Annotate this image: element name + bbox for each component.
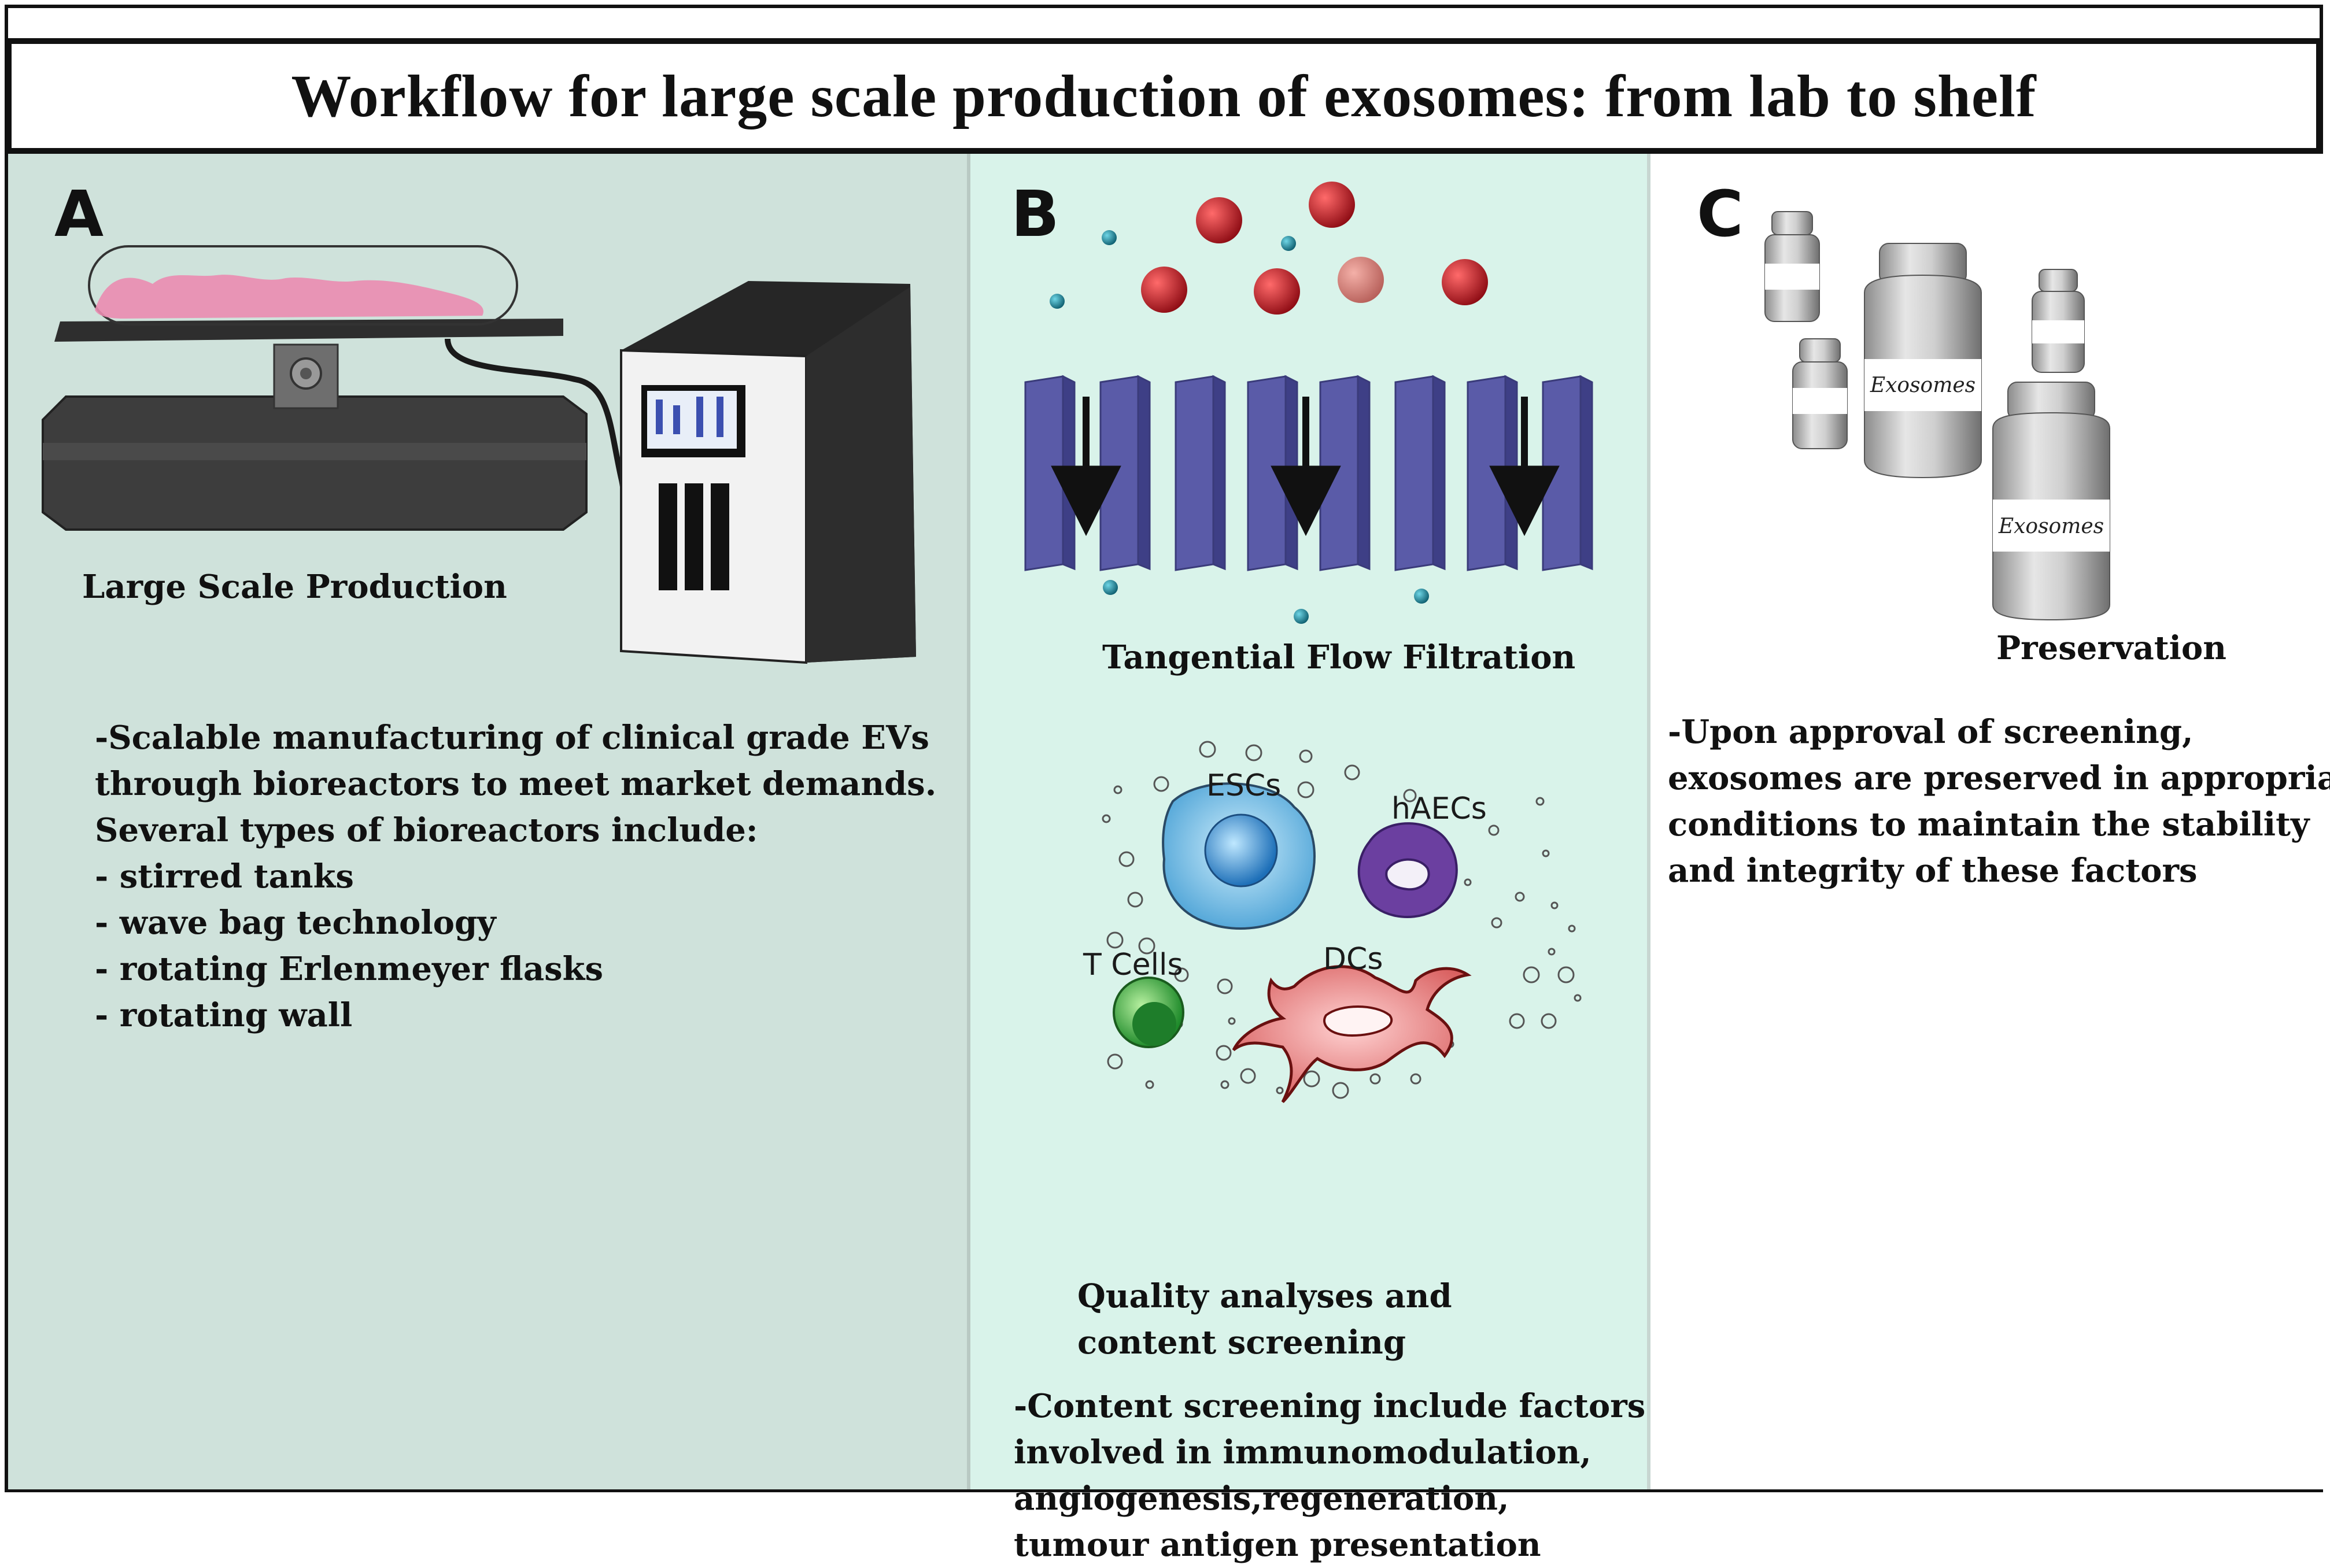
panel-b-line: angiogenesis,regeneration, <box>1014 1480 1509 1518</box>
title-bar: Workflow for large scale production of e… <box>6 38 2322 154</box>
panel-c-line: -Upon approval of screening, <box>1668 713 2194 751</box>
small-particles <box>1050 230 1429 624</box>
panel-a-line: through bioreactors to meet market deman… <box>95 765 937 803</box>
panel-c-line: conditions to maintain the stability <box>1668 805 2310 844</box>
panel-c: C Exosomes <box>1650 154 2330 1489</box>
panel-a-line: - rotating wall <box>95 996 353 1034</box>
panel-a-line: - rotating Erlenmeyer flasks <box>95 950 603 988</box>
panel-a-line: - stirred tanks <box>95 857 354 896</box>
panel-a-caption: Large Scale Production <box>82 568 507 606</box>
figure-title: Workflow for large scale production of e… <box>291 62 2037 130</box>
panel-a-line: Several types of bioreactors include: <box>95 811 758 849</box>
cell-label-haecs: hAECs <box>1391 792 1487 826</box>
large-particles <box>1141 182 1488 315</box>
panel-b-line: involved in immunomodulation, <box>1014 1433 1592 1471</box>
panel-b-letter: B <box>1011 177 1059 251</box>
bioreactor-illustration <box>42 245 916 664</box>
bottle-large-2: Exosomes <box>1992 382 2110 621</box>
cell-label-tcells: T Cells <box>1083 948 1183 982</box>
qa-caption-line: Quality analyses and <box>1077 1277 1452 1315</box>
bottle-small-1 <box>1764 211 1820 322</box>
cells-illustration: ESCs hAECs T Cells DCs <box>1083 741 1582 1103</box>
vesicles <box>1102 741 1582 1099</box>
panel-a: A Large Scale Production -Sca <box>8 154 970 1489</box>
bottle-label: Exosomes <box>1998 515 2104 538</box>
cell-label-escs: ESCs <box>1206 768 1281 803</box>
qa-caption-line: content screening <box>1077 1323 1406 1362</box>
panel-c-description: -Upon approval of screening, exosomes ar… <box>1668 709 2330 894</box>
qa-caption: Quality analyses and content screening <box>1077 1273 1452 1366</box>
bottle-small-3 <box>2032 269 2085 373</box>
panel-c-line: exosomes are preserved in appropriate <box>1668 759 2330 797</box>
panel-b-line: -Content screening include factors <box>1014 1387 1646 1425</box>
filter-membrane <box>1024 375 1593 571</box>
cell-label-dcs: DCs <box>1323 942 1383 977</box>
bottle-small-2 <box>1792 338 1848 449</box>
panel-c-line: and integrity of these factors <box>1668 852 2198 890</box>
panel-a-line: - wave bag technology <box>95 904 496 942</box>
flow-arrows <box>1051 397 1560 537</box>
panel-a-description: -Scalable manufacturing of clinical grad… <box>95 715 936 1038</box>
panel-a-line: -Scalable manufacturing of clinical grad… <box>95 719 929 757</box>
panel-b-line: tumour antigen presentation <box>1014 1526 1541 1564</box>
preservation-caption: Preservation <box>1996 629 2226 667</box>
panel-a-letter: A <box>54 177 104 251</box>
bottles-illustration: Exosomes Exosomes <box>1764 211 2110 621</box>
panel-c-letter: C <box>1697 177 1744 251</box>
panel-b-description: -Content screening include factors invol… <box>1014 1383 1645 1568</box>
bottle-label: Exosomes <box>1870 373 1975 397</box>
tff-caption: Tangential Flow Filtration <box>1102 638 1576 676</box>
tff-illustration <box>1024 182 1593 624</box>
bottle-large-1: Exosomes <box>1864 243 1982 479</box>
panel-b: B <box>970 154 1650 1564</box>
